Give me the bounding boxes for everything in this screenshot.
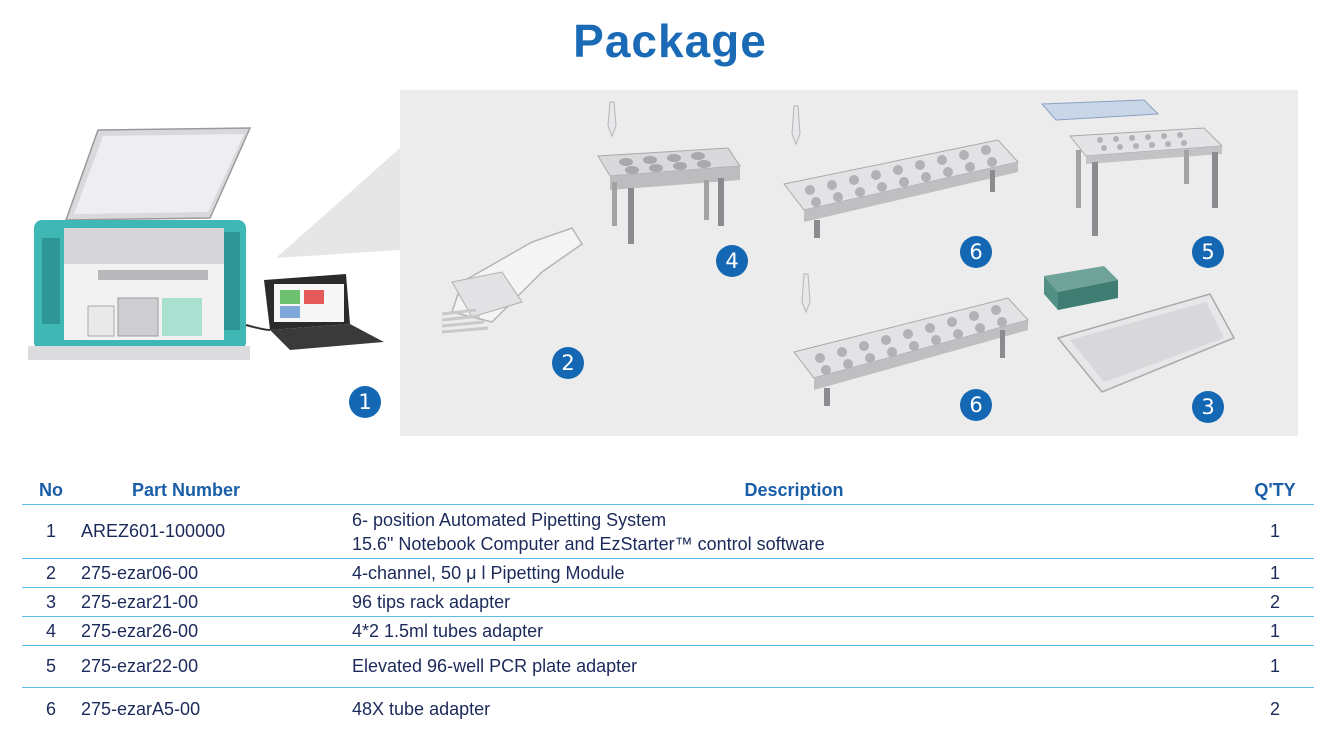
elevated-pcr-plate-adapter-image [1040,99,1224,236]
row-qty: 1 [1236,645,1314,688]
table-row: 1 AREZ601-100000 6- position Automated P… [22,504,1314,559]
callout-badge-5: 5 [1192,236,1224,268]
row-no: 4 [22,616,80,646]
row-description: 96 tips rack adapter [352,587,1236,617]
row-part-number: 275-ezar06-00 [80,558,352,588]
table-row: 2 275-ezar06-00 4-channel, 50 μ l Pipett… [22,558,1314,588]
row-description: 48X tube adapter [352,699,491,719]
row-description: 4*2 1.5ml tubes adapter [352,616,1236,646]
row-no: 6 [45,699,56,719]
row-description: Elevated 96-well PCR plate adapter [352,645,1236,688]
row-qty: 1 [1236,558,1314,588]
row-no: 2 [22,558,80,588]
row-qty: 2 [1236,587,1314,617]
row-part-number: AREZ601-100000 [80,504,352,559]
row-description: 6- position Automated Pipetting System 1… [352,504,1236,559]
tubes-adapter-image [597,101,741,244]
callout-badge-2: 2 [552,347,584,379]
header-description: Description [352,478,1236,505]
callout-badge-4: 4 [716,245,748,277]
tube-adapter-48x-image-bottom [793,273,1029,406]
header-no: No [22,478,80,505]
row-no: 1 [22,504,80,559]
row-part-number: 275-ezarA5-00 [81,699,201,719]
row-no: 3 [22,587,80,617]
pipetting-system-image [28,127,384,360]
row-qty: 2 [1269,699,1280,719]
row-qty: 1 [1236,504,1314,559]
row-description: 4-channel, 50 μ l Pipetting Module [352,558,1236,588]
callout-badge-6-bottom: 6 [960,389,992,421]
row-part-number: 275-ezar26-00 [80,616,352,646]
table-row: 3 275-ezar21-00 96 tips rack adapter 2 [22,587,1314,617]
row-qty: 1 [1236,616,1314,646]
table-row: 5 275-ezar22-00 Elevated 96-well PCR pla… [22,645,1314,688]
header-qty: Q'TY [1236,478,1314,505]
callout-badge-3: 3 [1192,391,1224,423]
table-header-row: No Part Number Description Q'TY [22,478,1314,505]
tube-adapter-48x-image-top [783,105,1019,238]
table-row: 6 275-ezarA5-00 48X tube adapter 2 [22,688,1314,732]
table-row: 4 275-ezar26-00 4*2 1.5ml tubes adapter … [22,616,1314,646]
page-title: Package [573,15,767,67]
callout-badge-1: 1 [349,386,381,418]
callout-badge-6-top: 6 [960,236,992,268]
row-no: 5 [22,645,80,688]
row-description-line: 15.6" Notebook Computer and EzStarter™ c… [352,533,825,554]
row-description-line: 6- position Automated Pipetting System [352,509,667,530]
row-part-number: 275-ezar21-00 [80,587,352,617]
tips-rack-adapter-image [1044,266,1236,393]
row-part-number: 275-ezar22-00 [80,645,352,688]
package-table: No Part Number Description Q'TY 1 AREZ60… [22,478,1314,731]
pipetting-module-image [441,227,584,334]
header-part-number: Part Number [80,478,352,505]
